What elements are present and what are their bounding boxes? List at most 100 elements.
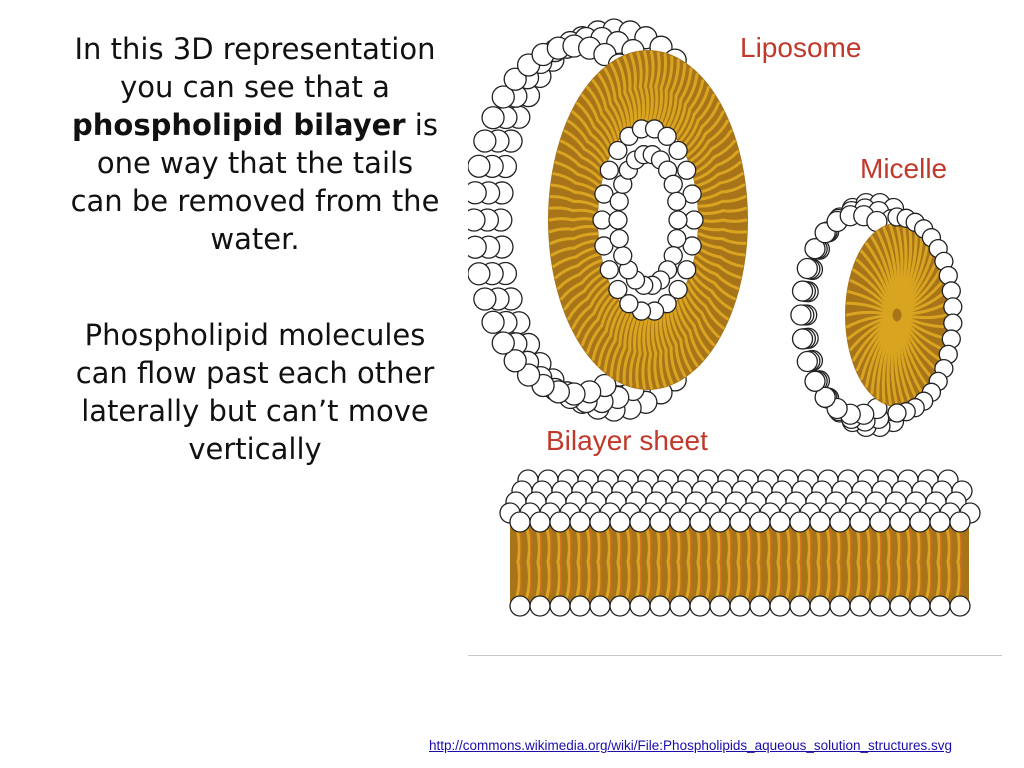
lipid-head: [529, 595, 551, 617]
lipid-tail: [672, 102, 687, 135]
lipid-head: [889, 511, 911, 533]
lipid-tail: [650, 317, 658, 355]
lipid-head: [619, 294, 639, 314]
lipid-head: [889, 595, 911, 617]
lipid-tail: [720, 195, 747, 203]
lipid-tail: [847, 290, 893, 315]
lipid-head: [657, 126, 677, 146]
lipid-tail: [678, 112, 696, 143]
lipid-tail: [718, 255, 744, 268]
lipid-head: [684, 210, 704, 230]
lipid-tail: [653, 351, 660, 389]
lipid-tail: [697, 232, 724, 241]
lipid-head: [609, 511, 631, 533]
lipid-tail: [944, 560, 951, 602]
lipid-tail: [849, 279, 893, 314]
lipid-tail: [629, 53, 637, 90]
lipid-tail: [669, 58, 680, 95]
lipid-head: [677, 160, 697, 180]
lipid-tail: [572, 199, 599, 208]
lipid-tail: [898, 235, 924, 310]
lipid-head: [682, 184, 702, 204]
lipid-tail: [688, 79, 705, 111]
lipid-head: [789, 511, 811, 533]
lipid-head: [589, 511, 611, 533]
lipid-tail: [591, 79, 608, 111]
lipid-tail: [845, 301, 893, 316]
lipid-tail: [700, 101, 720, 129]
lipid-tail: [899, 242, 929, 311]
lipid-head: [809, 511, 831, 533]
lipid-tail: [554, 161, 580, 176]
lipid-tail: [704, 560, 711, 602]
lipid-tail: [548, 227, 575, 234]
lipid-tail: [715, 150, 740, 167]
lipid-head: [929, 511, 951, 533]
lipid-tail: [655, 316, 663, 354]
lipid-tail: [550, 246, 577, 257]
lipid-tail: [712, 139, 737, 159]
lipid-tail: [847, 315, 893, 340]
lipid-tail: [572, 232, 599, 241]
lipid-tail: [703, 304, 725, 330]
lipid-head: [491, 85, 515, 109]
lipid-tail: [524, 560, 531, 602]
lipid-tail: [900, 258, 939, 312]
lipid-tail: [567, 119, 589, 143]
lipid-head: [941, 281, 961, 301]
lipid-tail: [567, 297, 589, 321]
lipid-tail: [636, 51, 643, 89]
liposome-illustration: [468, 18, 748, 422]
lipid-head: [481, 310, 505, 334]
lipid-tail: [638, 85, 646, 123]
lipid-tail: [901, 301, 949, 316]
lipid-tail: [684, 73, 699, 106]
lipid-tail: [665, 311, 678, 346]
source-link[interactable]: http://commons.wikimedia.org/wiki/File:P…: [428, 738, 952, 753]
lipid-head: [796, 257, 818, 280]
lipid-tail: [600, 297, 618, 328]
lipid-tail: [563, 129, 586, 151]
lipid-tail: [564, 560, 571, 602]
lipid-tail: [642, 318, 648, 356]
lipid-tail: [844, 560, 851, 602]
lipid-tail: [675, 107, 692, 139]
lipid-tail: [718, 172, 744, 185]
lipid-head: [468, 208, 486, 232]
lipid-tail: [649, 50, 655, 88]
lipid-tail: [664, 348, 674, 385]
lipid-tail: [695, 172, 720, 188]
lipid-head: [668, 210, 688, 230]
lipid-head: [709, 511, 731, 533]
lipid-tail: [586, 324, 604, 354]
lipid-tail: [684, 560, 691, 602]
lipid-tail: [576, 311, 596, 339]
lipid-head: [503, 349, 527, 373]
lipid-tail: [719, 183, 746, 194]
lipid-tail: [744, 560, 751, 602]
lipid-head: [549, 595, 571, 617]
lipid-head: [468, 262, 491, 286]
lipid-tail: [719, 246, 746, 257]
lipid-tail: [659, 350, 667, 387]
lipid-tail: [576, 252, 601, 268]
lipid-head: [669, 511, 691, 533]
lipid-tail: [576, 101, 596, 129]
lipid-head: [667, 228, 687, 249]
lipid-tail: [641, 352, 647, 390]
lipid-tail: [901, 314, 949, 329]
lipid-tail: [674, 342, 687, 378]
lipid-tail: [707, 119, 729, 143]
lipid-head: [609, 228, 629, 249]
lipid-head: [943, 297, 963, 317]
lipid-tail: [624, 560, 631, 602]
lipid-tail: [654, 51, 661, 89]
lipid-tail: [710, 129, 733, 151]
lipid-head: [887, 403, 907, 423]
lipid-head: [589, 595, 611, 617]
lipid-tail: [692, 86, 710, 116]
lipid-head: [473, 129, 497, 153]
slide-text: In this 3D representation you can see th…: [40, 30, 470, 468]
lipid-tail: [646, 318, 653, 356]
lipid-tail: [864, 560, 871, 602]
